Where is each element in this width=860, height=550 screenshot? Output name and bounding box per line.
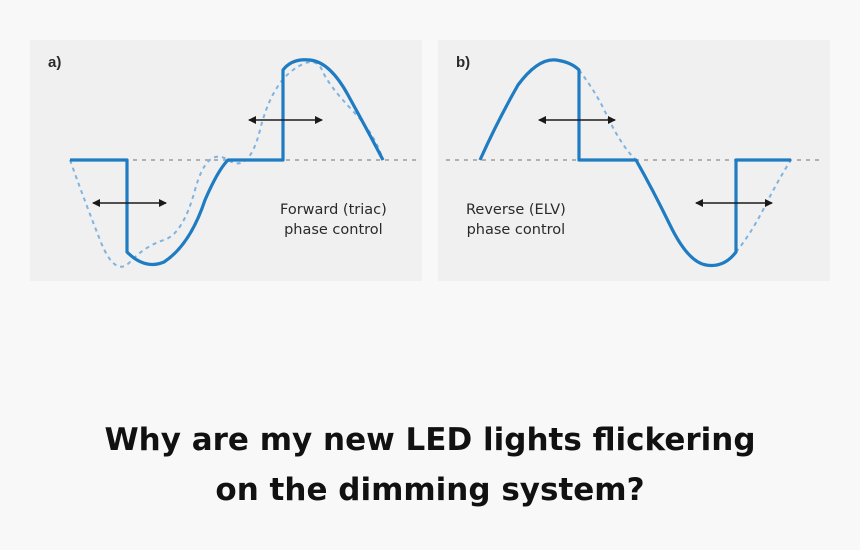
reverse-phase-waveform [478, 58, 791, 268]
panel-forward-phase-control: a) Forward (triac) phase control [30, 40, 422, 281]
forward-phase-waveform [70, 58, 385, 266]
panel-caption: Forward (triac) phase control [280, 200, 387, 240]
reverse-phase-diagram [446, 58, 822, 268]
page-title: Why are my new LED lights flickering on … [0, 415, 860, 515]
caption-line: Forward (triac) [280, 202, 387, 218]
forward-phase-diagram [69, 58, 418, 268]
full-sine-ghost-wave [578, 69, 637, 161]
panel-reverse-phase-control: b) Reverse (ELV) phase control [438, 40, 830, 281]
full-sine-ghost-wave [735, 159, 792, 253]
title-line: Why are my new LED lights flickering [104, 422, 756, 458]
caption-line: Reverse (ELV) [466, 202, 566, 218]
caption-line: phase control [466, 222, 566, 238]
full-sine-ghost-wave [69, 61, 384, 268]
title-line: on the dimming system? [215, 472, 645, 508]
panel-label: b) [456, 54, 471, 71]
panel-label: a) [48, 54, 62, 71]
panel-caption: Reverse (ELV) phase control [466, 200, 566, 240]
caption-line: phase control [284, 222, 383, 238]
